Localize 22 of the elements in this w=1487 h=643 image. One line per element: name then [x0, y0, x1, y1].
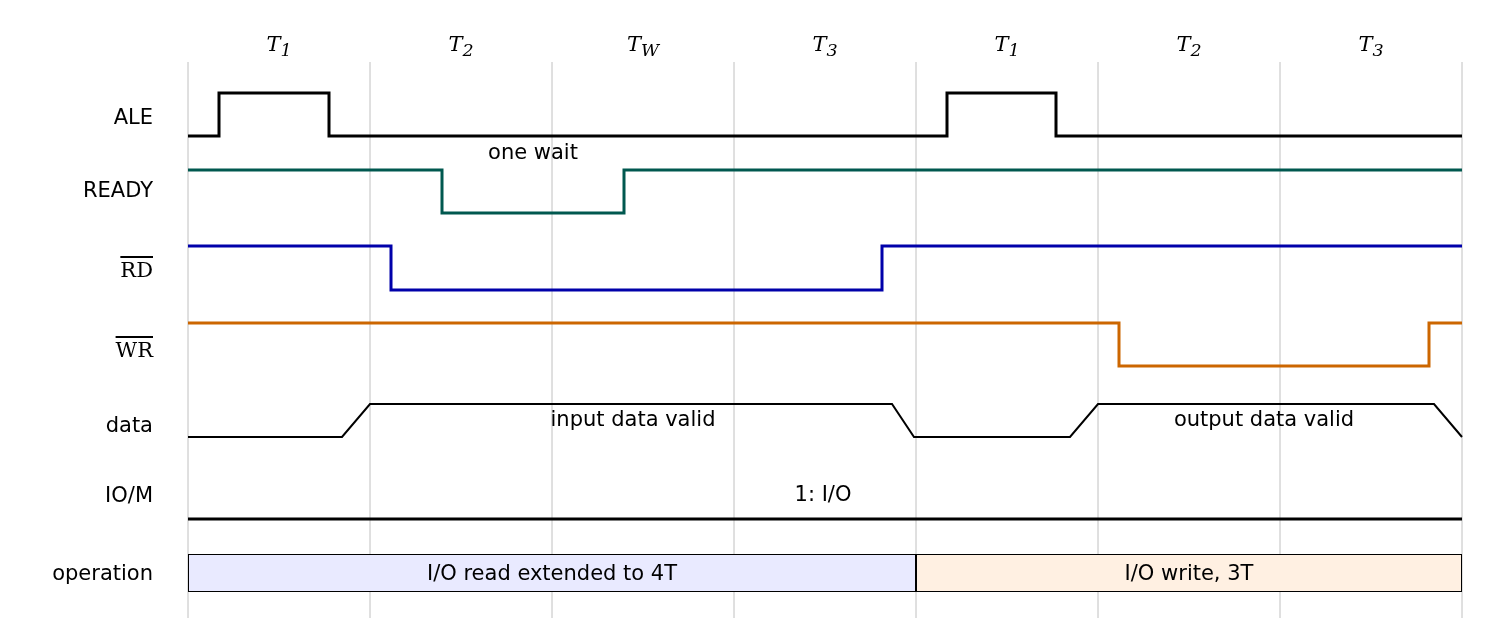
- operation-text: I/O write, 3T: [1124, 561, 1254, 585]
- signal-name: IO/M: [105, 484, 153, 506]
- clock-state-label: T$_{1}$: [994, 34, 1020, 60]
- clock-state-label: T$_{W}$: [627, 34, 659, 60]
- signal-name: ALE: [113, 106, 153, 128]
- annotation-text: input data valid: [550, 408, 716, 430]
- write-operation-band: [916, 554, 1462, 592]
- signal-name: RD: [120, 259, 153, 281]
- signal-name: operation: [52, 562, 153, 584]
- annotation-text: 1: I/O: [794, 483, 852, 505]
- signal-name: READY: [82, 179, 153, 201]
- clock-state-label: T$_{3}$: [1358, 34, 1384, 60]
- signal-name: WR: [115, 339, 153, 361]
- clock-state-label: T$_{2}$: [1176, 34, 1202, 60]
- clock-state-label: T$_{3}$: [812, 34, 838, 60]
- annotation-text: output data valid: [1173, 408, 1355, 430]
- clock-state-label: T$_{2}$: [448, 34, 474, 60]
- annotation-text: one wait: [488, 141, 578, 163]
- read-operation-band: [188, 554, 916, 592]
- operation-text: I/O read extended to 4T: [426, 561, 678, 585]
- signal-name: data: [105, 414, 153, 436]
- clock-state-label: T$_{1}$: [266, 34, 292, 60]
